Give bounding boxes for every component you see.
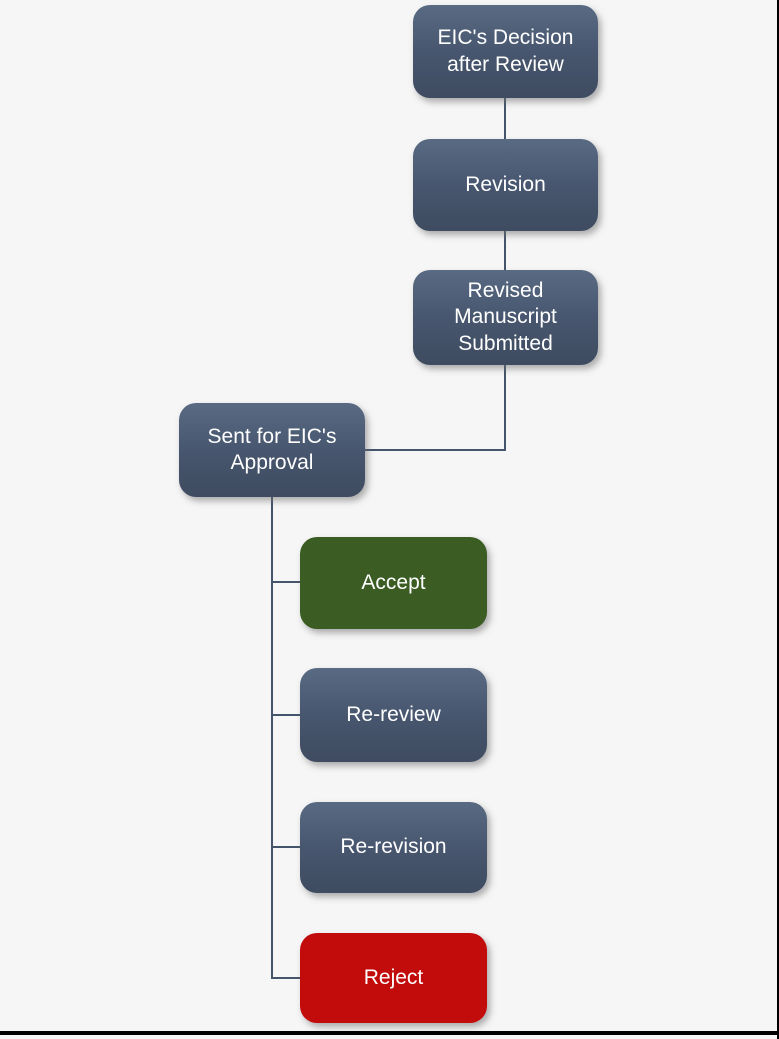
node-accept: Accept	[300, 537, 487, 629]
node-sent-for-eic-approval: Sent for EIC's Approval	[179, 403, 365, 497]
connector-branch-accept	[273, 581, 300, 583]
connector-eic-to-revision	[504, 98, 506, 140]
node-revision: Revision	[413, 139, 598, 231]
node-reject: Reject	[300, 933, 487, 1023]
page-border-bottom	[0, 1031, 779, 1035]
connector-branch-re-revision	[273, 846, 300, 848]
node-re-revision: Re-revision	[300, 802, 487, 893]
node-eic-decision-after-review: EIC's Decision after Review	[413, 5, 598, 98]
connector-branch-reject	[273, 977, 300, 979]
connector-revised-elbow-horizontal	[365, 449, 506, 451]
connector-revised-elbow-vertical	[504, 365, 506, 451]
page-border-right	[777, 0, 779, 1039]
connector-branch-re-review	[273, 714, 300, 716]
connector-revision-to-revised	[504, 231, 506, 271]
connector-approval-trunk	[271, 497, 273, 979]
node-revised-manuscript-submitted: Revised Manuscript Submitted	[413, 270, 598, 365]
node-re-review: Re-review	[300, 668, 487, 762]
